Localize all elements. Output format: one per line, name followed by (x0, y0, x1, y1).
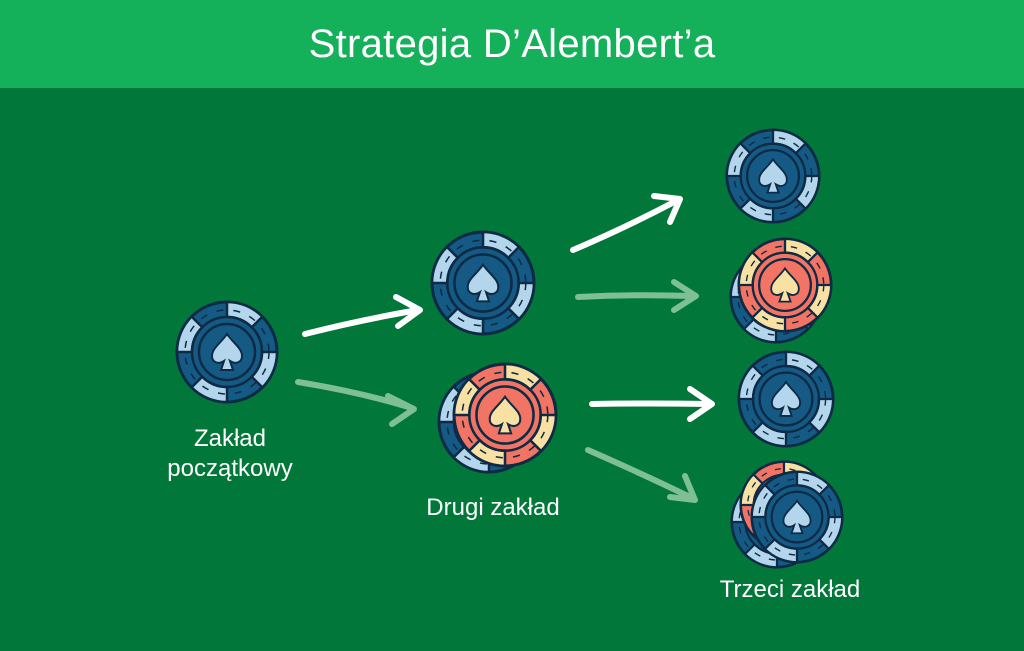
arrow-win-to-loss (575, 279, 699, 313)
chip-third-win-win (725, 128, 821, 224)
arrow-initial-to-win (302, 294, 423, 337)
header-bar: Strategia D’Alembert’a (0, 0, 1024, 88)
stack-second-loss (437, 362, 558, 474)
stack-third-win-loss (729, 237, 833, 344)
label-initial-bet: Zakład początkowy (167, 425, 293, 482)
label-second-bet: Drugi zakład (426, 494, 560, 521)
stack-third-loss-loss (730, 460, 844, 569)
page-title: Strategia D’Alembert’a (308, 21, 716, 66)
chip-second-win (430, 230, 536, 336)
arrow-loss-to-win (589, 386, 715, 422)
chip-third-loss-win (737, 350, 835, 448)
label-third-bet: Trzeci zakład (719, 576, 861, 603)
chip-initial-bet (175, 300, 279, 404)
arrow-loss-to-loss (585, 447, 698, 503)
arrow-initial-to-loss (295, 379, 417, 427)
arrow-win-to-win (570, 193, 683, 253)
